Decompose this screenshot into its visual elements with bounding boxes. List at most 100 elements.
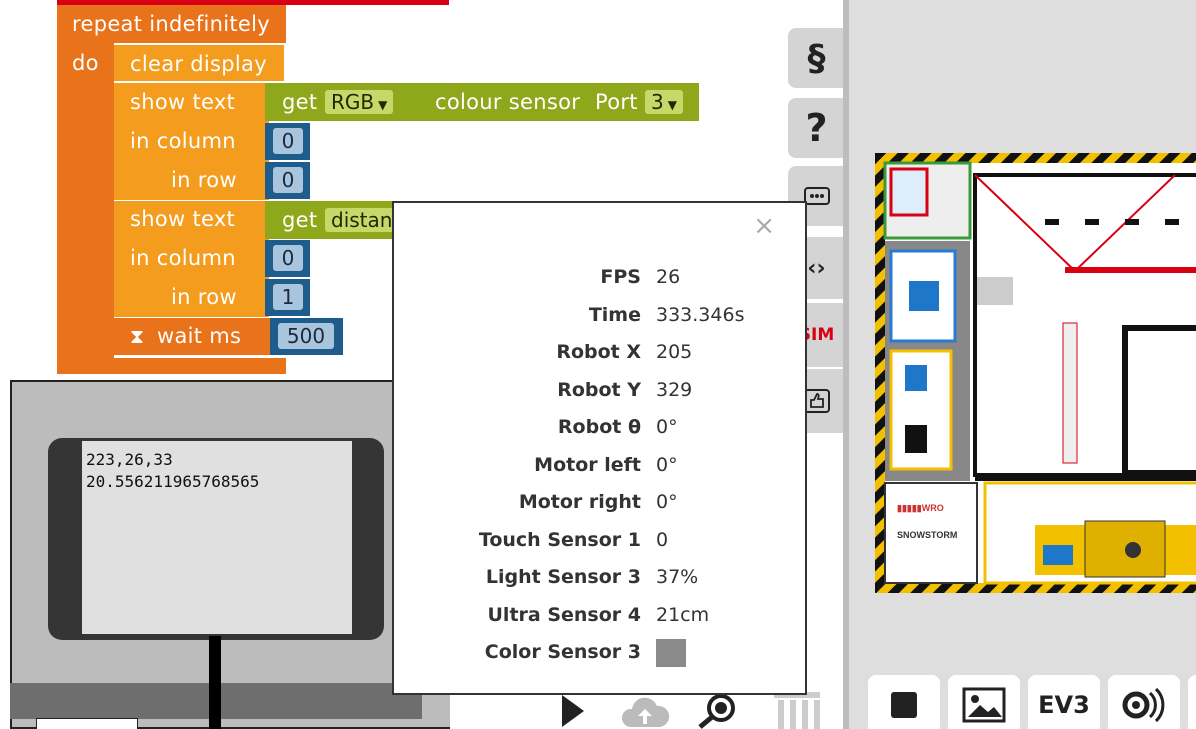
code-view-button[interactable]: § — [788, 28, 845, 88]
info-value: 26 — [656, 266, 681, 288]
row-number-block-1[interactable]: 0 — [265, 162, 310, 199]
image-icon — [962, 687, 1006, 723]
distance-dropdown[interactable]: distan — [325, 208, 399, 232]
svg-text:SNOWSTORM: SNOWSTORM — [897, 530, 957, 540]
show-text-block-2[interactable]: show text in column in row — [114, 201, 269, 317]
info-value: 21cm — [656, 603, 710, 626]
wait-number-block[interactable]: 500 — [270, 318, 343, 355]
info-value: 0° — [656, 453, 678, 476]
clear-display-block[interactable]: clear display — [114, 45, 284, 81]
info-row: Motor right 0° — [394, 491, 809, 521]
wait-value[interactable]: 500 — [278, 323, 334, 349]
info-label: FPS — [600, 266, 641, 288]
info-row: Color Sensor 3 — [394, 639, 809, 671]
sensor-button[interactable] — [1108, 675, 1180, 729]
info-row: Robot θ 0° — [394, 416, 809, 446]
info-value: 0° — [656, 416, 678, 438]
in-row-label-1: in row — [171, 168, 237, 192]
robot-lcd-display: 223,26,33 20.556211965768565 — [82, 441, 352, 634]
color-sensor-swatch — [656, 639, 686, 667]
run-program-icon[interactable] — [558, 693, 588, 729]
info-label: Motor right — [518, 491, 641, 513]
panel-divider[interactable] — [843, 0, 849, 729]
sensor-icon — [1122, 687, 1165, 723]
more-button[interactable] — [1188, 675, 1196, 729]
scene-map: ▮▮▮▮▮WRO SNOWSTORM — [875, 153, 1196, 593]
ev3-label: EV3 — [1038, 691, 1090, 719]
hourglass-icon: ⧗ — [130, 324, 145, 348]
wro-logo-text: ▮▮▮▮▮WRO — [897, 503, 944, 513]
repeat-body[interactable]: do — [57, 43, 114, 360]
help-button[interactable]: ? — [788, 98, 845, 158]
row-value-1[interactable]: 0 — [273, 167, 303, 193]
get-label-1: get — [282, 90, 318, 114]
get-rgb-block[interactable]: get RGB▼ colour sensor Port 3▼ — [265, 83, 699, 121]
robot-stand — [209, 636, 221, 729]
info-row: FPS 26 — [394, 266, 809, 296]
info-value: 0 — [656, 528, 669, 551]
section-icon: § — [807, 37, 826, 79]
repeat-block[interactable]: repeat indefinitely — [57, 5, 286, 43]
info-label: Light Sensor 3 — [485, 566, 641, 588]
info-row: Motor left 0° — [394, 454, 809, 484]
colour-sensor-label: colour sensor — [435, 90, 581, 114]
info-value: 205 — [656, 341, 693, 363]
wait-block[interactable]: ⧗ wait ms — [114, 318, 274, 355]
column-number-block-2[interactable]: 0 — [265, 240, 310, 277]
trash-icon[interactable] — [772, 690, 822, 729]
row-value-2[interactable]: 1 — [273, 284, 303, 310]
stop-button[interactable] — [868, 675, 940, 729]
show-text-label-2: show text — [130, 207, 236, 231]
repeat-footer[interactable] — [57, 358, 286, 374]
sim-label: SIM — [798, 325, 835, 345]
column-value-1[interactable]: 0 — [273, 128, 303, 154]
robot-foot — [36, 718, 138, 729]
info-value: 0° — [656, 491, 678, 513]
get-label-2: get — [282, 208, 318, 232]
zoom-icon[interactable] — [696, 693, 738, 729]
lcd-line-2: 20.556211965768565 — [86, 472, 260, 491]
background-image-button[interactable] — [948, 675, 1020, 729]
in-column-label-1: in column — [130, 129, 236, 153]
repeat-label: repeat indefinitely — [72, 12, 271, 36]
get-distance-block[interactable]: get distan — [265, 201, 405, 239]
rgb-dropdown[interactable]: RGB▼ — [325, 90, 394, 114]
info-label: Ultra Sensor 4 — [487, 603, 642, 626]
do-label: do — [72, 51, 99, 75]
column-value-2[interactable]: 0 — [273, 245, 303, 271]
clear-display-label: clear display — [130, 52, 267, 76]
info-value: 329 — [656, 378, 693, 401]
info-row: Touch Sensor 1 0 — [394, 529, 809, 559]
in-column-label-2: in column — [130, 246, 236, 270]
simulation-panel: ▮▮▮▮▮WRO SNOWSTORM EV3 — [849, 0, 1196, 729]
in-row-label-2: in row — [171, 285, 237, 309]
wait-label: wait ms — [157, 324, 242, 348]
port-dropdown[interactable]: 3▼ — [645, 90, 683, 114]
info-label: Touch Sensor 1 — [478, 528, 641, 551]
row-number-block-2[interactable]: 1 — [265, 279, 310, 316]
simulation-scene[interactable]: ▮▮▮▮▮WRO SNOWSTORM — [875, 153, 1196, 593]
port-label: Port — [595, 90, 638, 114]
show-text-label-1: show text — [130, 90, 236, 114]
info-label: Robot θ — [557, 416, 641, 438]
info-value: 37% — [656, 566, 699, 588]
column-number-block-1[interactable]: 0 — [265, 123, 310, 160]
info-label: Robot X — [556, 341, 641, 363]
workspace-top-bar — [57, 0, 449, 5]
close-icon[interactable]: × — [753, 211, 775, 241]
info-label: Motor left — [534, 453, 641, 476]
info-row: Light Sensor 3 37% — [394, 566, 809, 596]
info-value: 333.346s — [656, 303, 745, 326]
ev3-button[interactable]: EV3 — [1028, 675, 1100, 729]
info-label: Robot Y — [557, 378, 641, 401]
help-icon: ? — [805, 106, 828, 150]
upload-cloud-icon[interactable] — [620, 693, 670, 729]
code-brackets-icon: ‹› — [807, 255, 826, 281]
info-row: Ultra Sensor 4 21cm — [394, 604, 809, 634]
stop-icon — [891, 692, 917, 718]
lcd-line-1: 223,26,33 — [86, 450, 173, 469]
show-text-block-1[interactable]: show text in column in row — [114, 83, 269, 200]
info-row: Robot Y 329 — [394, 379, 809, 409]
